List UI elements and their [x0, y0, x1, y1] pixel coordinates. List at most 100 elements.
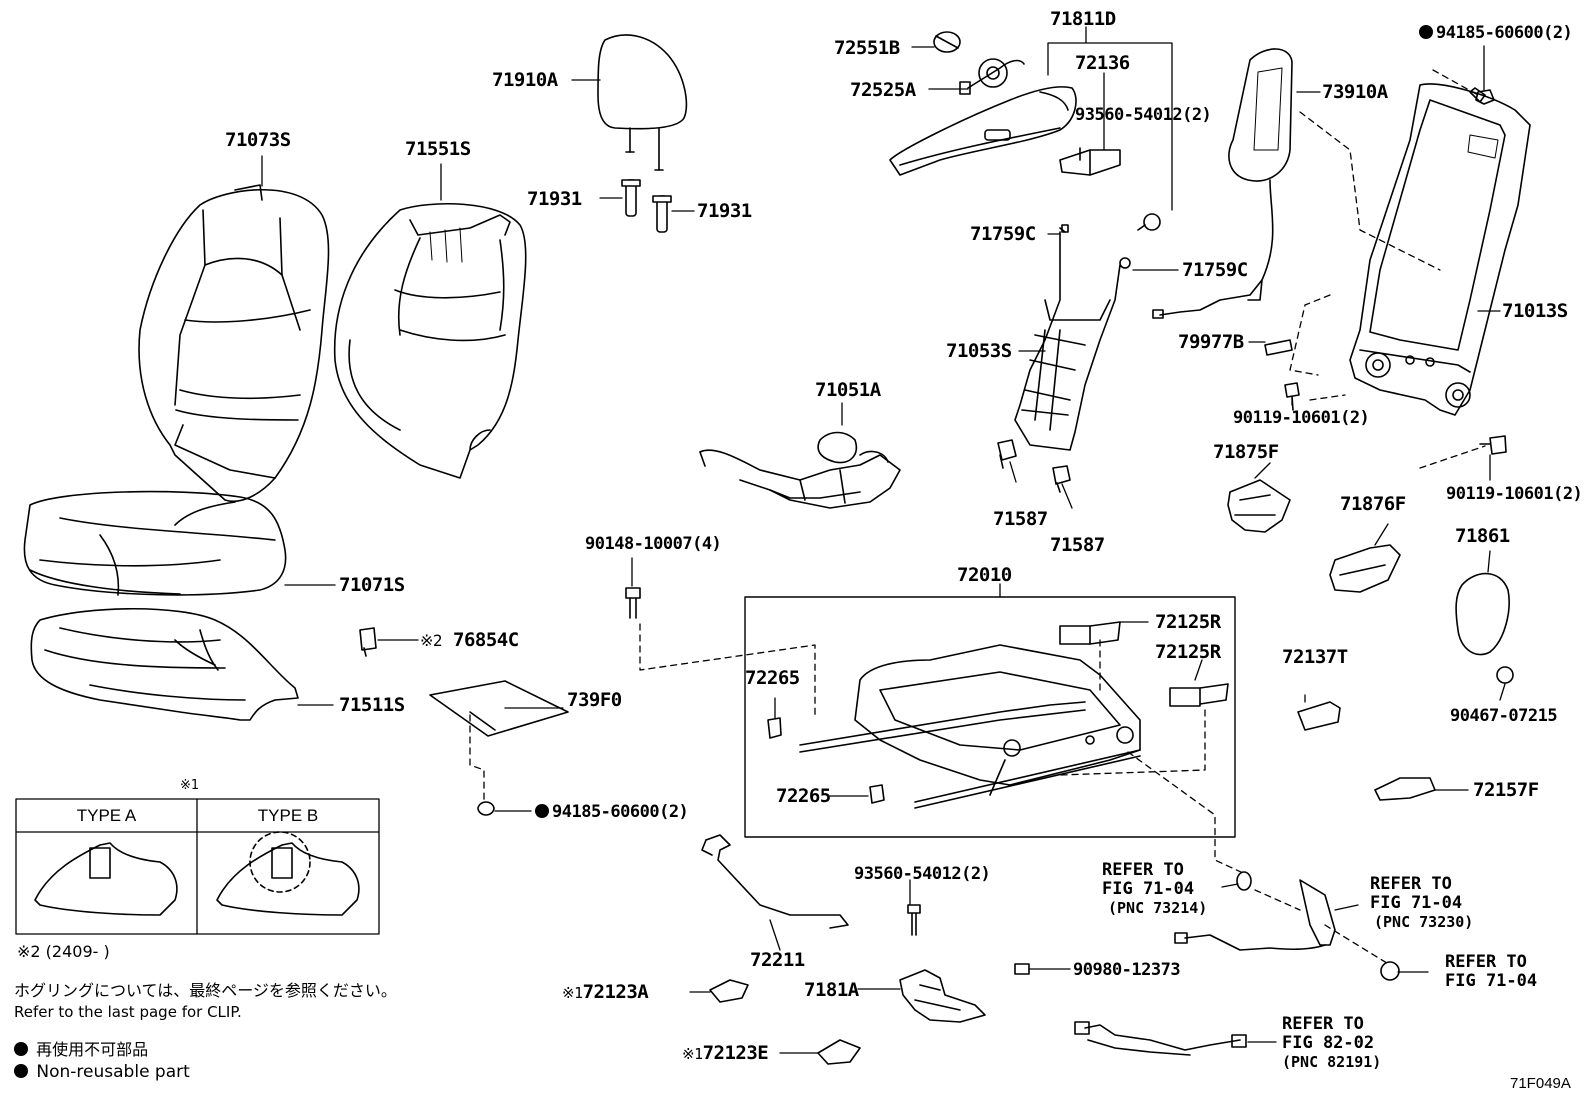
label-72265-b: 72265 [776, 785, 831, 807]
refer-line: (PNC 73214) [1108, 899, 1208, 917]
label-90119-b: 90119-10601(2) [1446, 484, 1583, 504]
label-76854C: ※2 76854C [420, 630, 519, 651]
label-90148: 90148-10007(4) [585, 534, 722, 554]
label-7181A: 7181A [804, 979, 859, 1001]
type-a-header: TYPE A [76, 806, 137, 825]
label-71910A: 71910A [492, 69, 558, 91]
refer-line: (PNC 82191) [1282, 1053, 1382, 1071]
bullet-dot-icon [14, 1042, 28, 1056]
label-71861: 71861 [1455, 525, 1510, 547]
label-93560-bottom: 93560-54012(2) [854, 864, 991, 884]
label-72525A: 72525A [850, 79, 916, 101]
legend-nonreusable-jp: 再使用不可部品 [14, 1036, 148, 1060]
label-71811D: 71811D [1050, 8, 1116, 30]
label-76854C-mark: ※2 [420, 631, 443, 650]
side-covers-drawing [1227, 479, 1401, 593]
figure-code: 71F049A [1510, 1075, 1571, 1092]
refer-line: FIG 71-04 [1102, 879, 1195, 899]
seatbelt-buckle-drawing [1174, 871, 1400, 981]
refer-block-fig71-04: REFER TO FIG 71-04 [1445, 953, 1537, 991]
label-72136: 72136 [1075, 52, 1130, 74]
lumbar-support-drawing [1014, 224, 1131, 451]
legend-en-text: Non-reusable part [36, 1062, 190, 1082]
leader-lines [261, 26, 1506, 1054]
side-airbag-drawing [1152, 48, 1293, 356]
label-79977B: 79977B [1178, 331, 1244, 353]
type-table-lines [15, 798, 380, 935]
label-71587-a: 71587 [993, 508, 1048, 530]
refer-line: FIG 82-02 [1282, 1033, 1375, 1053]
headrest-drawing [597, 34, 688, 171]
label-72123A-mark: ※1 [562, 984, 583, 1002]
label-71931-a: 71931 [527, 188, 582, 210]
label-72125R-b: 72125R [1155, 641, 1221, 663]
frame-fasteners-drawing [1284, 89, 1507, 455]
refer-line: (PNC 73230) [1374, 913, 1474, 931]
label-90980: 90980-12373 [1073, 960, 1181, 980]
type-b-header: TYPE B [257, 806, 319, 825]
refer-block-73214: REFER TO FIG 71-04 (PNC 73214) [1102, 861, 1207, 918]
connector-90980-drawing [1014, 963, 1030, 975]
label-76854C-text: 76854C [453, 629, 519, 651]
legend-jp-text: 再使用不可部品 [36, 1040, 149, 1059]
label-73910A: 73910A [1322, 81, 1388, 103]
refer-block-82191: REFER TO FIG 82-02 (PNC 82191) [1282, 1015, 1381, 1072]
label-72010: 72010 [957, 564, 1012, 586]
label-71875F: 71875F [1213, 441, 1279, 463]
label-94185-bottom: 94185-60600(2) [535, 802, 689, 822]
clip-note-en: Refer to the last page for CLIP. [14, 1003, 242, 1021]
label-739F0: 739F0 [567, 689, 622, 711]
non-reusable-dot-icon [535, 804, 549, 818]
label-94185-top: 94185-60600(2) [1419, 23, 1573, 43]
rod-72211-drawing [701, 834, 849, 929]
dashed-lines [469, 69, 1486, 966]
nut-94185-drawing [477, 801, 495, 816]
refer-line: REFER TO [1370, 874, 1452, 894]
cushion-wire-drawing [699, 431, 901, 509]
label-90467: 90467-07215 [1450, 706, 1558, 726]
non-reusable-dot-icon [1419, 25, 1433, 39]
recliner-cover-drawing [889, 31, 1161, 231]
seatback-pad-drawing [333, 202, 527, 479]
label-94185-bottom-text: 94185-60600(2) [552, 802, 689, 822]
type-drawings [34, 831, 360, 916]
label-94185-top-text: 94185-60600(2) [1436, 23, 1573, 43]
sheet-739f0-drawing [429, 680, 569, 737]
clip-76854c-drawing [359, 627, 377, 657]
label-71551S: 71551S [405, 138, 471, 160]
label-71759C-b: 71759C [1182, 259, 1248, 281]
refer-block-73230: REFER TO FIG 71-04 (PNC 73230) [1370, 875, 1473, 932]
cushion-cover-drawing [23, 490, 287, 596]
type-table-mark: ※1 [180, 778, 200, 793]
clips-72123-drawing [709, 979, 861, 1065]
label-72125R-a: 72125R [1155, 611, 1221, 633]
clip-note-jp: ホグリングについては、最終ページを参照ください。 [14, 981, 397, 1000]
refer-line: FIG 71-04 [1370, 893, 1463, 913]
label-72123E-text: 72123E [702, 1042, 769, 1064]
seat-adjuster-drawing [744, 596, 1236, 838]
cushion-pad-drawing [30, 607, 299, 721]
clips-71587-drawing [997, 439, 1071, 493]
knob-cover-drawing [1455, 572, 1514, 684]
headrest-guides-drawing [621, 179, 672, 233]
label-71759C-a: 71759C [970, 223, 1036, 245]
legend-nonreusable-en: Non-reusable part [14, 1062, 190, 1082]
bullet-dot-icon [14, 1064, 28, 1078]
wire-harness-drawing [1074, 1021, 1247, 1056]
bolt-90148-drawing [625, 587, 641, 619]
refer-line: FIG 71-04 [1445, 971, 1538, 991]
label-72211: 72211 [750, 949, 805, 971]
label-72157F: 72157F [1473, 779, 1539, 801]
label-72551B: 72551B [834, 37, 900, 59]
label-71051A: 71051A [815, 379, 881, 401]
label-72265-a: 72265 [745, 667, 800, 689]
refer-line: REFER TO [1282, 1014, 1364, 1034]
label-72137T: 72137T [1282, 646, 1348, 668]
label-71053S: 71053S [946, 340, 1012, 362]
label-72123E-mark: ※1 [682, 1045, 703, 1063]
label-71071S: 71071S [339, 574, 405, 596]
label-71876F: 71876F [1340, 493, 1406, 515]
label-72123A: ※172123A [562, 982, 649, 1003]
refer-line: REFER TO [1102, 860, 1184, 880]
